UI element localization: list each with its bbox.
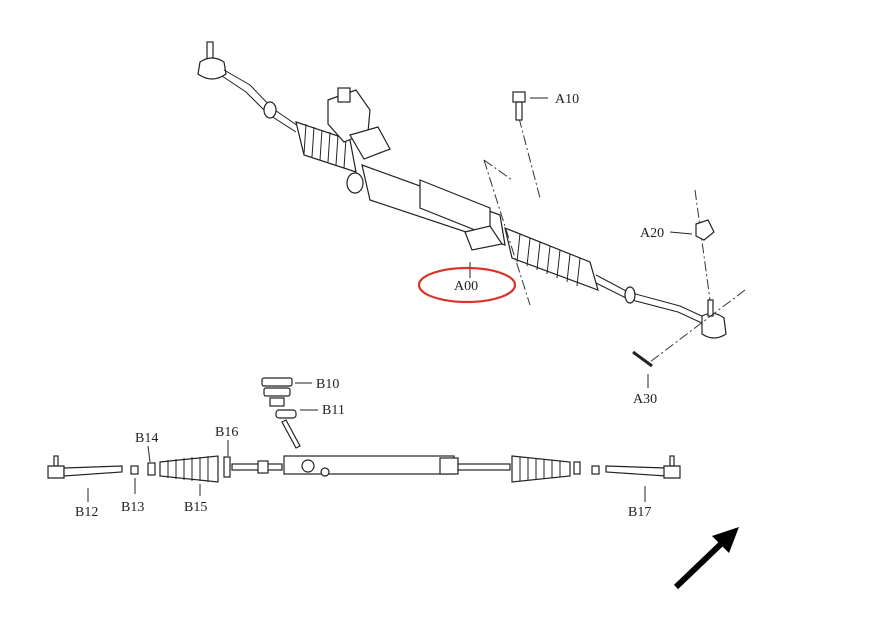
steering-rack-assembly-a00[interactable] (197, 41, 727, 339)
label-a00[interactable]: A00 (454, 279, 478, 294)
label-a10[interactable]: A10 (555, 92, 579, 107)
label-a20[interactable]: A20 (640, 226, 664, 241)
seal-b11[interactable] (275, 409, 301, 449)
cotter-pin-a30[interactable] (632, 350, 653, 368)
tie-rod-end-b17[interactable] (605, 455, 681, 479)
nut-b13[interactable] (130, 465, 139, 475)
label-b13[interactable]: B13 (121, 500, 144, 515)
bolt-a10[interactable] (512, 91, 526, 121)
boot-right[interactable] (511, 455, 571, 483)
boot-b15[interactable] (159, 455, 219, 483)
clamp-b16[interactable] (223, 456, 231, 478)
clamp-b14[interactable] (147, 462, 156, 476)
highlight-ellipse-a00 (417, 266, 517, 304)
label-b10[interactable]: B10 (316, 377, 339, 392)
tie-rod-end-b12[interactable] (47, 455, 123, 479)
label-b12[interactable]: B12 (75, 505, 98, 520)
label-b15[interactable]: B15 (184, 500, 207, 515)
label-a30[interactable]: A30 (633, 392, 657, 407)
cap-b10[interactable] (261, 377, 293, 407)
arrow-up-right-icon (673, 527, 739, 590)
label-b16[interactable]: B16 (215, 425, 238, 440)
label-b17[interactable]: B17 (628, 505, 651, 520)
rack-housing-b[interactable] (231, 455, 511, 477)
nut-a20[interactable] (695, 219, 715, 241)
label-b11[interactable]: B11 (322, 403, 345, 418)
exploded-rack-assembly (47, 377, 681, 483)
label-b14[interactable]: B14 (135, 431, 158, 446)
